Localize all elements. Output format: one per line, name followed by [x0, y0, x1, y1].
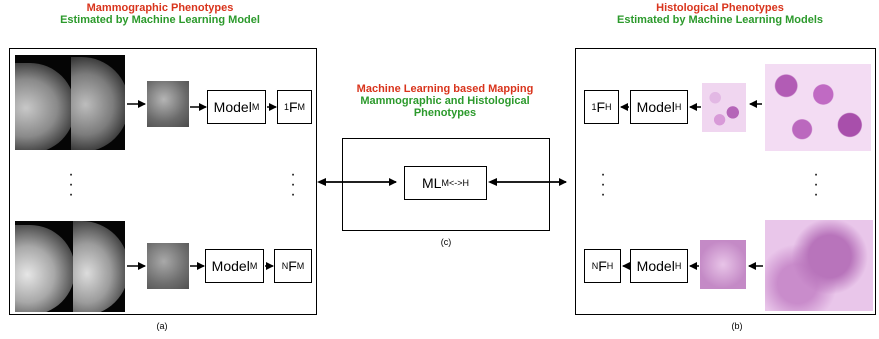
- ellipsis-right: ···: [813, 166, 819, 203]
- ellipsis-left-right: ···: [290, 166, 296, 203]
- feature-1fm-superscript: 1: [283, 102, 289, 112]
- model-h-label: Model: [636, 99, 675, 115]
- right-title-line1: Histological Phenotypes: [656, 2, 784, 14]
- caption-c: (c): [440, 237, 452, 247]
- feature-nfh-superscript: N: [591, 261, 599, 271]
- feature-1fh-subscript: H: [605, 102, 612, 112]
- feature-1fm-subscript: M: [297, 102, 306, 112]
- feature-nfh-label: F: [598, 258, 607, 274]
- ml-mapping-label: ML: [422, 175, 442, 191]
- feature-1fh-label: F: [596, 99, 606, 115]
- center-title-line1: Machine Learning based Mapping: [356, 83, 534, 95]
- feature-nfm-subscript: M: [296, 261, 305, 271]
- histology-image-top: [765, 64, 871, 151]
- left-title-line2: Estimated by Machine Learning Model: [60, 14, 260, 26]
- mammogram-patch-top: [147, 81, 189, 127]
- model-m-label: Model: [213, 99, 252, 115]
- feature-1fm-label: F: [288, 99, 298, 115]
- feature-nfm-superscript: N: [281, 261, 289, 271]
- right-title-line2: Estimated by Machine Learning Models: [617, 14, 823, 26]
- model-m-subscript: M: [251, 102, 260, 112]
- histology-patch-bottom: [700, 240, 746, 289]
- center-title-line3: Phenotypes: [413, 107, 477, 119]
- model-h-label-bottom: Model: [636, 258, 675, 274]
- mammogram-image-top: [15, 55, 125, 150]
- ellipsis-right-left: ···: [600, 166, 606, 203]
- arrow-head-to-panel-a: [317, 178, 326, 186]
- feature-1fh-superscript: 1: [591, 102, 597, 112]
- feature-nfh-subscript: H: [606, 261, 614, 271]
- left-title-line1: Mammographic Phenotypes: [86, 2, 234, 14]
- model-h-subscript-bottom: H: [674, 261, 682, 271]
- mammogram-patch-bottom: [147, 243, 189, 289]
- histology-image-bottom: [765, 220, 873, 311]
- arrow-head-to-mapping-from-b: [488, 178, 497, 186]
- caption-a: (a): [156, 321, 168, 331]
- feature-nfm-label: F: [288, 258, 297, 274]
- model-m-subscript-bottom: M: [249, 261, 258, 271]
- histology-patch-top: [702, 83, 746, 132]
- model-h-subscript: H: [674, 102, 682, 112]
- caption-b: (b): [731, 321, 743, 331]
- model-m-label-bottom: Model: [211, 258, 250, 274]
- mammogram-image-bottom: [15, 221, 125, 312]
- center-title-line2: Mammographic and Histological: [360, 95, 530, 107]
- ml-mapping-subscript: M<->H: [441, 178, 469, 188]
- ellipsis-left: ···: [68, 166, 74, 203]
